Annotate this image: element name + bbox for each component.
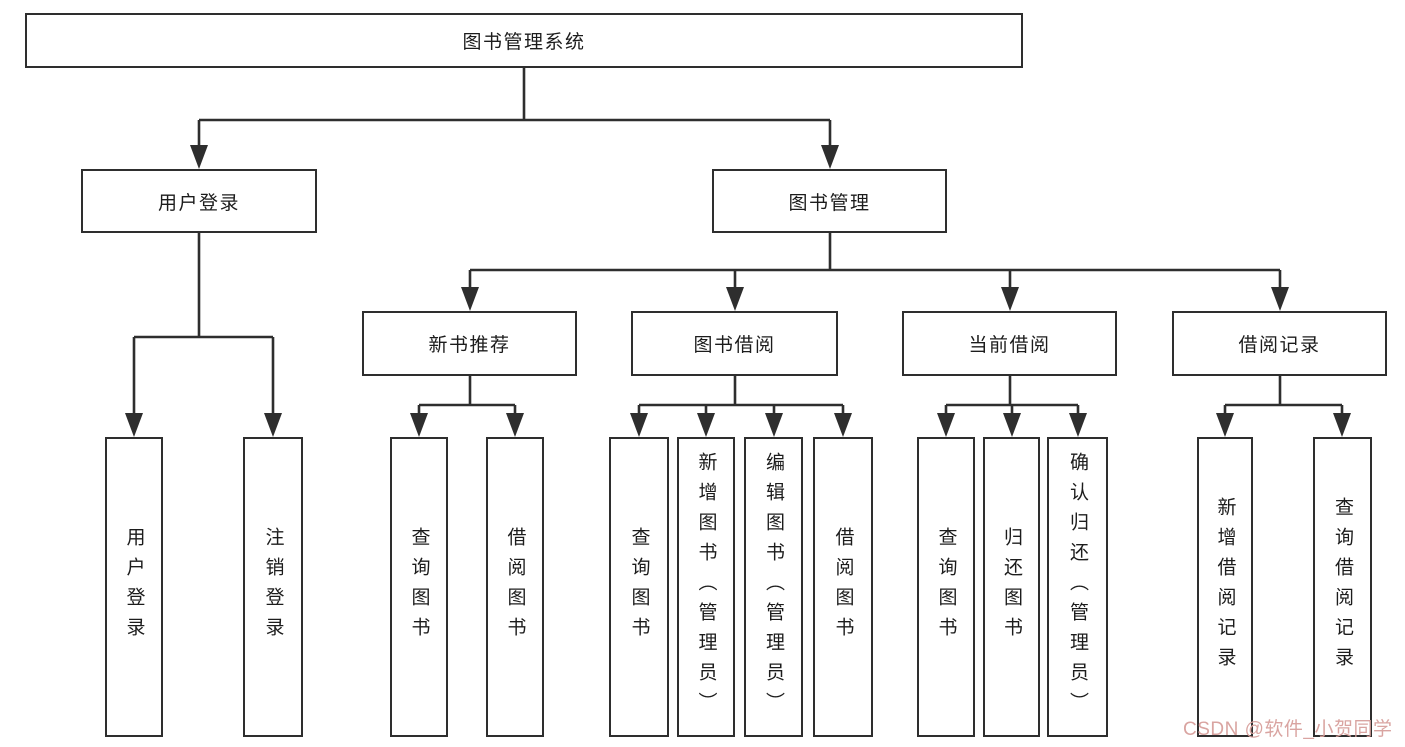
node-label: 归还图书 [1001,527,1022,647]
node-label: 编辑图书（管理员） [763,452,784,722]
leaf-confirm-return-admin: 确认归还（管理员） [1047,437,1108,737]
node-label: 借阅记录 [1238,335,1321,356]
node-label: 查询图书 [628,527,650,647]
node-label: 图书管理 [788,192,871,214]
node-label: 借阅图书 [832,527,854,647]
leaf-query-books-current: 查询图书 [917,437,975,737]
node-book-management-branch: 图书管理 [712,169,947,233]
leaf-query-books-borrowing: 查询图书 [609,437,669,737]
leaf-logout: 注销登录 [243,437,303,737]
node-label: 新增借阅记录 [1214,497,1236,677]
csdn-watermark: CSDN @软件_小贺同学 [1183,719,1393,740]
leaf-add-books-admin: 新增图书（管理员） [677,437,735,737]
node-label: 查询图书 [935,527,957,647]
leaf-query-books-new-rec: 查询图书 [390,437,448,737]
node-book-borrowing: 图书借阅 [631,311,838,376]
node-label: 用户登录 [157,192,240,214]
leaf-borrow-books-new-rec: 借阅图书 [486,437,544,737]
leaf-borrow-books: 借阅图书 [813,437,873,737]
node-label: 查询借阅记录 [1332,497,1353,677]
node-label: 查询图书 [408,527,430,647]
node-label: 图书借阅 [693,335,776,356]
node-label: 新书推荐 [428,335,511,356]
leaf-edit-books-admin: 编辑图书（管理员） [744,437,803,737]
node-borrowing-records: 借阅记录 [1172,311,1387,376]
leaf-return-books: 归还图书 [983,437,1040,737]
node-label: 新增图书（管理员） [695,452,717,722]
node-current-borrowing: 当前借阅 [902,311,1117,376]
node-label: 用户登录 [123,527,145,647]
node-label: 图书管理系统 [462,32,586,53]
leaf-user-login: 用户登录 [105,437,163,737]
leaf-query-borrow-record: 查询借阅记录 [1313,437,1372,737]
node-library-management-system: 图书管理系统 [25,13,1023,68]
node-label: 注销登录 [262,527,284,647]
node-label: 当前借阅 [968,335,1051,356]
node-new-book-recommendation: 新书推荐 [362,311,577,376]
node-label: 借阅图书 [504,527,526,647]
node-user-login-branch: 用户登录 [81,169,317,233]
leaf-add-borrow-record: 新增借阅记录 [1197,437,1253,737]
node-label: 确认归还（管理员） [1067,452,1088,722]
